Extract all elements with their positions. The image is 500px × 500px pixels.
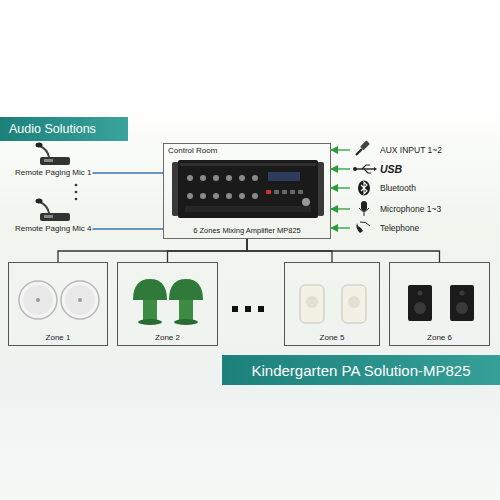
audio-input: USB [350,161,404,177]
solution-banner: Kindergarten PA Solution-MP825 [222,355,500,385]
banner-text: Kindergarten PA Solution-MP825 [251,362,470,379]
input-label: Microphone 1~3 [380,201,441,217]
zone-label: Zone 6 [427,333,452,342]
amplifier [172,160,324,218]
room-text: 6 Zones Mixing Amplifier MP825 [193,226,301,235]
section-banner: Audio Solutions [0,117,128,141]
audio-input: Telephone [350,220,421,236]
paging-mic: Remote Paging Mic 1 [14,168,92,178]
zone-box: Zone 6 [389,262,490,346]
zone-box: Zone 1 [8,262,108,346]
input-icons [353,140,377,233]
zone-label: Zone 5 [320,333,345,342]
zone-label: Zone 2 [155,333,180,342]
input-label: Telephone [380,220,419,236]
audio-input: Microphone 1~3 [350,201,443,217]
zone-box: Zone 2 [117,262,218,346]
paging-mic: Remote Paging Mic 4 [14,224,92,234]
audio-input: AUX INPUT 1~2 [350,142,444,158]
paging-mic-icons [36,143,78,222]
connector [331,208,350,209]
zone-label: Zone 1 [46,333,71,342]
control-room-box: Control Room 6 Zones Mixing Amplifier MP8… [163,143,331,239]
audio-input: Bluetooth [350,180,418,196]
input-label: AUX INPUT 1~2 [380,142,442,158]
mic-label: Remote Paging Mic 1 [15,168,91,178]
connector [331,227,350,228]
connector [58,239,247,262]
connector [331,187,350,188]
mic-label: Remote Paging Mic 4 [15,224,91,234]
connector [331,149,350,150]
input-label: USB [380,161,402,177]
connector [168,239,248,262]
room-text: Control Room [168,146,217,155]
zone-box: Zone 5 [284,262,380,346]
connector [331,168,350,169]
speakers [19,279,474,325]
connector [92,228,163,229]
connector [92,172,163,173]
input-label: Bluetooth [380,180,416,196]
banner-text: Audio Solutions [9,122,96,136]
connector [247,239,440,262]
ellipsis-squares [232,306,264,312]
